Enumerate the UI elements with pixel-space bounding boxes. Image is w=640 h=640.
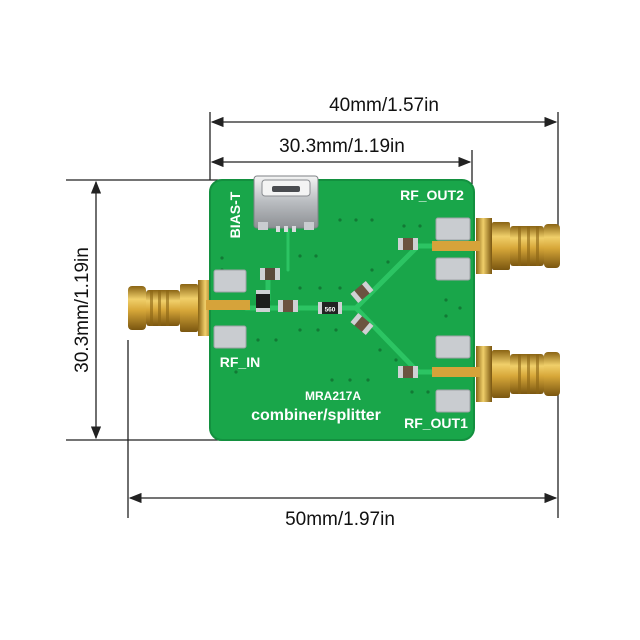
- smd-capacitor: [350, 312, 374, 336]
- resistor-code-label: 560: [325, 307, 336, 314]
- smd-capacitor: [398, 238, 418, 250]
- sma-connector-icon: [476, 346, 560, 402]
- chip-model-label: MRA217A: [305, 389, 361, 403]
- dimension-bottom-label: 50mm/1.97in: [285, 509, 395, 530]
- rf-out1-pads: [432, 335, 480, 413]
- sma-connector-icon: [128, 280, 214, 336]
- smd-capacitor: [278, 300, 298, 312]
- smd-inductor: [256, 290, 270, 312]
- rf-in-pads: [206, 269, 250, 349]
- function-label: combiner/splitter: [251, 407, 381, 424]
- rf-out2-pads: [432, 217, 480, 281]
- pcb-vias: [220, 218, 462, 394]
- rf-out2-label: RF_OUT2: [400, 187, 464, 203]
- dimension-left-label: 30.3mm/1.19in: [72, 247, 93, 373]
- dimension-top-board-label: 30.3mm/1.19in: [279, 136, 405, 157]
- rf-in-label: RF_IN: [220, 354, 260, 370]
- dimension-annotations: [66, 112, 559, 518]
- bias-t-label: BIAS-T: [227, 191, 243, 238]
- rf-out1-label: RF_OUT1: [404, 415, 468, 431]
- smd-resistor: 560: [318, 302, 342, 314]
- micro-usb-connector-icon: [253, 175, 319, 232]
- smd-capacitor: [350, 280, 374, 304]
- smd-capacitor: [398, 366, 418, 378]
- sma-connector-icon: [476, 218, 560, 274]
- smd-capacitor: [260, 268, 280, 280]
- dimension-top-full-label: 40mm/1.57in: [329, 95, 439, 116]
